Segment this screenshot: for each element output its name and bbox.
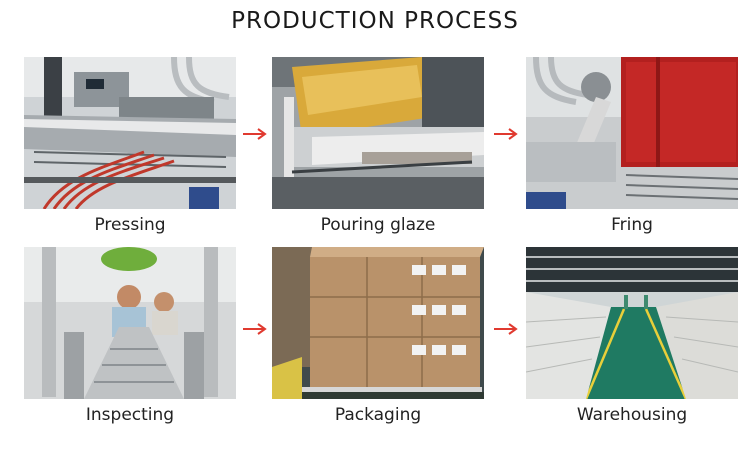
warehouse-photo — [526, 247, 738, 399]
arrow-right-icon — [493, 127, 519, 141]
step-label-fring: Fring — [611, 215, 653, 235]
step-label-pressing: Pressing — [94, 215, 166, 235]
glaze-line-photo — [272, 57, 484, 209]
page-title: PRODUCTION PROCESS — [231, 8, 519, 34]
inspection-line-photo — [24, 247, 236, 399]
kiln-photo — [526, 57, 738, 209]
arrow-right-icon — [493, 322, 519, 336]
arrow-right-icon — [242, 322, 268, 336]
step-label-packaging: Packaging — [334, 405, 422, 425]
step-label-pouring-glaze: Pouring glaze — [320, 215, 436, 235]
step-label-inspecting: Inspecting — [85, 405, 175, 425]
pressing-machine-photo — [24, 57, 236, 209]
arrow-right-icon — [242, 127, 268, 141]
packed-pallet-photo — [272, 247, 484, 399]
step-label-warehousing: Warehousing — [576, 405, 688, 425]
